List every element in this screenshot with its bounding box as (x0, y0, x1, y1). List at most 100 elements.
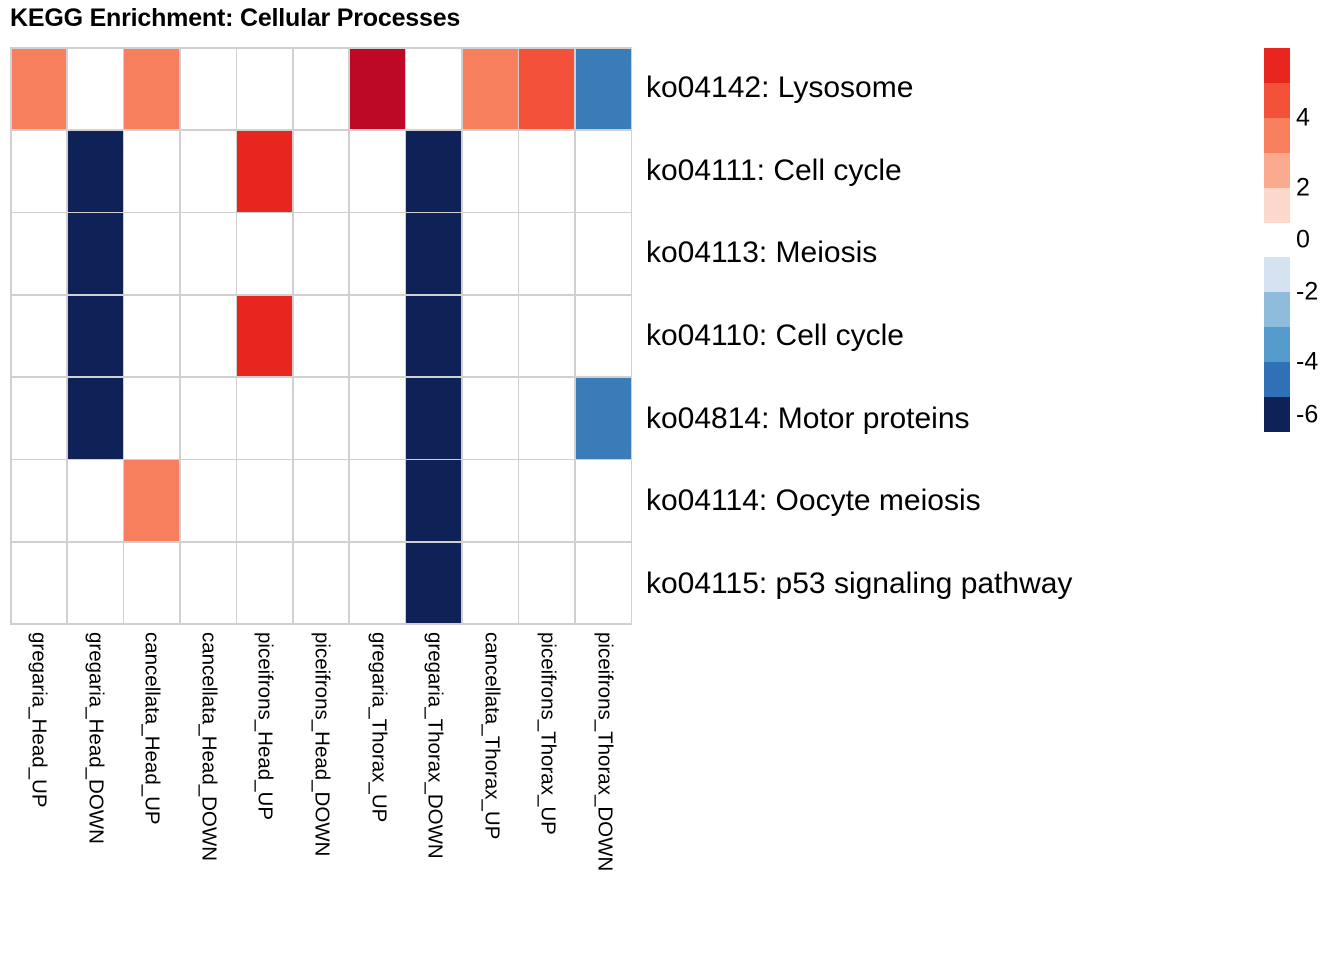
heatmap-cell (462, 460, 518, 542)
heatmap-cell (293, 542, 349, 624)
column-label: gregaria_Thorax_UP (366, 632, 390, 823)
heatmap-cell (67, 460, 123, 542)
heatmap-cell (11, 213, 67, 295)
column-label-cell: gregaria_Head_DOWN (67, 630, 124, 950)
heatmap-grid (10, 47, 632, 625)
colorbar-band (1264, 152, 1290, 188)
heatmap-cell (293, 377, 349, 459)
colorbar-tick: -6 (1296, 400, 1319, 429)
heatmap-cell (11, 48, 67, 130)
colorbar-legend (1264, 48, 1290, 432)
heatmap-cell (462, 213, 518, 295)
column-label-cell: gregaria_Head_UP (10, 630, 67, 950)
heatmap-cell (11, 295, 67, 377)
heatmap-cell (462, 377, 518, 459)
heatmap-cell (293, 295, 349, 377)
heatmap-cell (293, 130, 349, 212)
column-label: piceifrons_Head_UP (253, 632, 277, 821)
colorbar-band (1264, 82, 1290, 118)
column-label-cell: cancellata_Thorax_UP (462, 630, 519, 950)
colorbar-band (1264, 327, 1290, 363)
colorbar-band (1264, 292, 1290, 328)
column-label: cancellata_Head_UP (140, 632, 164, 825)
heatmap-cell (575, 130, 631, 212)
heatmap-cell (462, 542, 518, 624)
heatmap-cell (293, 460, 349, 542)
column-label: piceifrons_Thorax_DOWN (592, 632, 616, 872)
colorbar-tick: 2 (1296, 173, 1310, 202)
column-label: cancellata_Head_DOWN (197, 632, 221, 862)
heatmap-cell (293, 48, 349, 130)
heatmap-cell (237, 130, 293, 212)
heatmap-cell (67, 48, 123, 130)
heatmap-cell (180, 48, 236, 130)
row-label: ko04114: Oocyte meiosis (646, 484, 981, 518)
heatmap-cell (349, 130, 405, 212)
column-label-cell: cancellata_Head_DOWN (180, 630, 237, 950)
heatmap-cell (180, 130, 236, 212)
heatmap-cell (406, 460, 462, 542)
heatmap-cell (349, 542, 405, 624)
row-label: ko04142: Lysosome (646, 71, 914, 105)
heatmap-cell (406, 377, 462, 459)
heatmap-cell (237, 542, 293, 624)
colorbar-band (1264, 187, 1290, 223)
column-label-cell: piceifrons_Thorax_DOWN (575, 630, 632, 950)
heatmap-cell (237, 213, 293, 295)
row-label: ko04113: Meiosis (646, 236, 878, 270)
row-label: ko04111: Cell cycle (646, 153, 902, 187)
column-label: piceifrons_Head_DOWN (310, 632, 334, 857)
heatmap-cell (237, 48, 293, 130)
row-label: ko04814: Motor proteins (646, 401, 970, 435)
heatmap-cell (124, 295, 180, 377)
colorbar-tick: 4 (1296, 103, 1310, 132)
row-label: ko04115: p53 signaling pathway (646, 566, 1073, 600)
heatmap-cell (519, 130, 575, 212)
heatmap-cell (575, 542, 631, 624)
heatmap-cell (519, 213, 575, 295)
heatmap-cell (519, 542, 575, 624)
colorbar-band (1264, 117, 1290, 153)
heatmap-cell (11, 377, 67, 459)
heatmap-cell (349, 48, 405, 130)
heatmap-cell (180, 460, 236, 542)
heatmap-cell (575, 295, 631, 377)
heatmap-cell (124, 48, 180, 130)
heatmap-cell (67, 295, 123, 377)
column-label-cell: gregaria_Thorax_DOWN (406, 630, 463, 950)
heatmap-cell (575, 460, 631, 542)
heatmap-cell (67, 213, 123, 295)
colorbar-band (1264, 397, 1290, 432)
column-label-cell: piceifrons_Head_UP (236, 630, 293, 950)
heatmap-cell (237, 377, 293, 459)
heatmap-cell (67, 377, 123, 459)
colorbar-tick: -2 (1296, 277, 1319, 306)
heatmap-cell (180, 377, 236, 459)
heatmap-cell (406, 542, 462, 624)
page-title: KEGG Enrichment: Cellular Processes (10, 4, 461, 32)
heatmap-cell (180, 295, 236, 377)
heatmap-cell (462, 48, 518, 130)
heatmap-row-labels: ko04142: Lysosome ko04111: Cell cycle ko04… (646, 47, 1266, 625)
column-label: cancellata_Thorax_UP (479, 632, 503, 840)
column-label-cell: piceifrons_Thorax_UP (519, 630, 576, 950)
colorbar-tick: -4 (1296, 347, 1319, 376)
colorbar-band (1264, 222, 1290, 258)
heatmap-cell (237, 295, 293, 377)
heatmap-cell (11, 460, 67, 542)
heatmap-cell (67, 130, 123, 212)
heatmap-cell (293, 213, 349, 295)
colorbar-band (1264, 257, 1290, 293)
heatmap-cell (124, 460, 180, 542)
heatmap-cell (349, 460, 405, 542)
heatmap-cell (349, 295, 405, 377)
heatmap-cell (406, 295, 462, 377)
heatmap-cell (406, 213, 462, 295)
heatmap-cell (124, 130, 180, 212)
heatmap-cell (575, 213, 631, 295)
heatmap-cell (575, 48, 631, 130)
column-label: piceifrons_Thorax_UP (536, 632, 560, 835)
heatmap-cell (11, 542, 67, 624)
column-label-cell: cancellata_Head_UP (123, 630, 180, 950)
